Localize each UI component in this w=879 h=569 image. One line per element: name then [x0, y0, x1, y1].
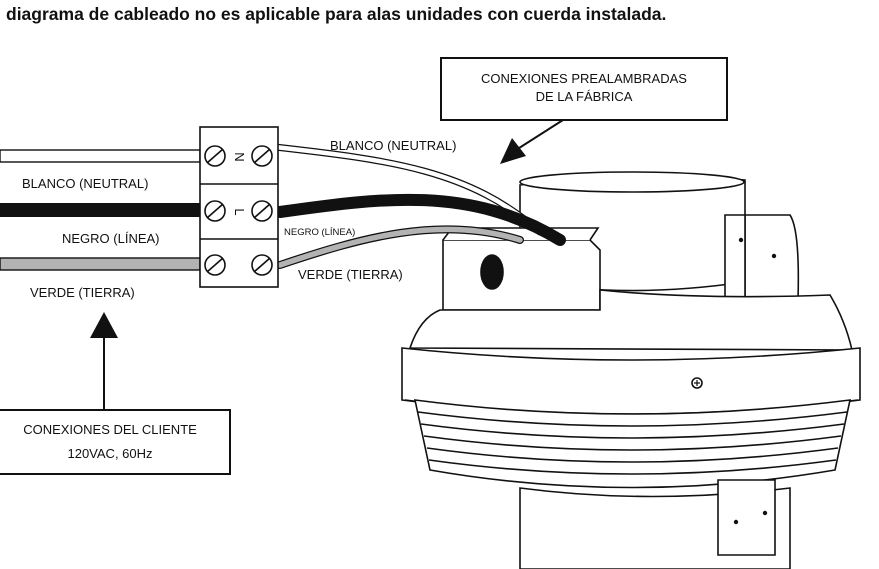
factory-wires — [271, 143, 566, 269]
factory-callout-line1: CONEXIONES PREALAMBRADAS — [481, 71, 687, 86]
customer-callout-line1: CONEXIONES DEL CLIENTE — [23, 422, 197, 437]
factory-callout-line2: DE LA FÁBRICA — [536, 89, 633, 104]
white-wire-label-right: BLANCO (NEUTRAL) — [330, 138, 456, 153]
arrow-icon — [90, 312, 118, 338]
green-wire-label-right: VERDE (TIERRA) — [298, 267, 403, 282]
green-wire-label-left: VERDE (TIERRA) — [30, 285, 135, 300]
line-terminal-mark: L — [232, 208, 247, 215]
black-wire-label-right: NEGRO (LÍNEA) — [284, 227, 355, 238]
terminal-block — [199, 126, 279, 288]
fan-unit — [401, 171, 861, 569]
white-wire-label-left: BLANCO (NEUTRAL) — [22, 176, 148, 191]
customer-callout — [0, 312, 231, 475]
white-wire — [0, 149, 201, 163]
factory-callout — [440, 57, 728, 164]
customer-wires — [0, 149, 201, 271]
neutral-terminal-mark: N — [232, 152, 247, 161]
screw-icon — [204, 145, 273, 276]
green-wire — [0, 257, 201, 271]
black-wire-label-left: NEGRO (LÍNEA) — [62, 231, 160, 246]
arrow-icon — [500, 138, 526, 164]
page-title: diagrama de cableado no es aplicable par… — [6, 4, 667, 24]
black-wire — [0, 203, 200, 217]
customer-callout-line2: 120VAC, 60Hz — [67, 446, 152, 461]
